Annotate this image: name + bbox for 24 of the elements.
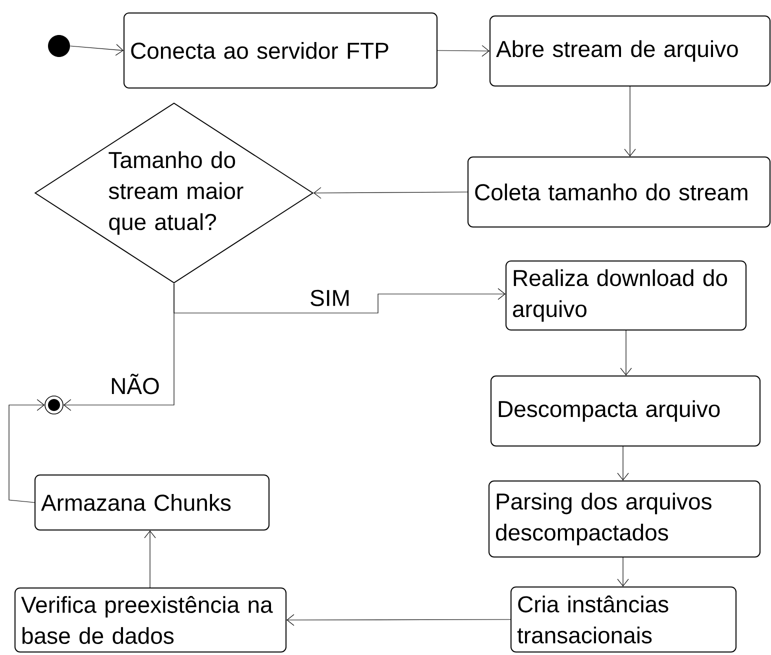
arrow (70, 44, 124, 56)
edge-label: SIM (308, 288, 352, 308)
arrow (144, 530, 156, 588)
arrow (624, 86, 636, 156)
process-box: Cria instâncias transacionais (510, 586, 736, 652)
process-box: Conecta ao servidor FTP (124, 12, 438, 88)
arrow (617, 446, 629, 480)
edge-label: NÃO (109, 372, 161, 396)
arrow (286, 614, 511, 626)
process-box: Coleta tamanho do stream (468, 156, 770, 228)
final-node (44, 396, 64, 414)
process-box: Parsing dos arquivos descompactados (488, 480, 760, 558)
process-box: Realiza download do arquivo (506, 260, 746, 330)
process-box: Descompacta arquivo (490, 376, 760, 446)
arrow (63, 283, 174, 411)
process-box: Abre stream de arquivo (490, 16, 770, 86)
process-box: Armazana Chunks (34, 474, 270, 530)
arrow (437, 45, 490, 57)
process-box: Verifica preexistência na base de dados (14, 588, 286, 652)
arrow (617, 557, 629, 586)
arrow (620, 330, 632, 376)
start-node (48, 35, 70, 57)
arrow (314, 187, 468, 199)
arrow (8, 399, 45, 503)
